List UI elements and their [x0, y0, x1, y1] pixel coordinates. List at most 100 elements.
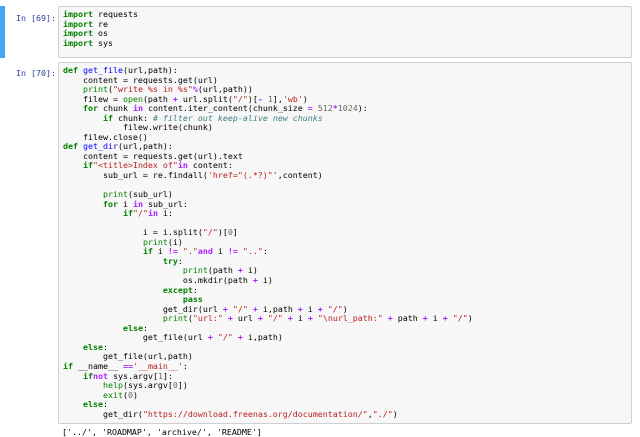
token [63, 199, 103, 209]
token-fn: get_dir [78, 141, 118, 152]
token: i) [242, 265, 258, 276]
token: filew.close() [63, 131, 148, 142]
token: os [92, 28, 108, 39]
token [63, 256, 163, 266]
token-kw: else [82, 341, 103, 352]
code-line: content = requests.get(url).text [63, 151, 243, 161]
token-kw: def [63, 141, 78, 152]
code-line: pass [63, 294, 203, 304]
code-line: ifnot sys.argv[1]: [63, 371, 173, 381]
token: (sub_url) [127, 189, 173, 200]
token: i [152, 246, 163, 257]
code-line: filew.close() [63, 132, 148, 142]
token-str: "write %s in %s" [112, 84, 193, 95]
token-str: "/" [322, 303, 343, 314]
token-bi: open [122, 93, 143, 104]
token-op: + [232, 265, 243, 276]
code-line: def get_dir(url,path): [63, 141, 173, 152]
token: sys.argv[ [107, 370, 158, 381]
token [63, 208, 123, 218]
token-op: - [257, 93, 263, 104]
token: ( [122, 389, 128, 400]
token: ) [392, 408, 398, 419]
token [63, 313, 163, 323]
code-line: help(sys.argv[0]) [63, 380, 188, 390]
token: get_file(url [63, 332, 203, 343]
token: ]) [177, 380, 188, 391]
code-input-area[interactable]: def get_file(url,path): content = reques… [58, 62, 632, 424]
code-line: print("write %s in %s"%(url,path)) [63, 84, 253, 94]
token: sub_url = re.findall( [63, 170, 208, 181]
code-line: if"/"in i: [63, 208, 173, 218]
token-str: 'href="(.*?)"' [207, 170, 278, 181]
code-line: print(sub_url) [63, 189, 173, 199]
token: path [392, 313, 418, 324]
token: i [212, 246, 223, 257]
cell-output: ['../', 'ROADMAP', 'archive/', 'README'] [62, 427, 262, 437]
token-kw: else [122, 322, 143, 333]
token-kw: import [63, 28, 93, 39]
token: ) [467, 313, 473, 324]
token: ) [132, 389, 138, 400]
token [63, 399, 83, 409]
token [63, 371, 83, 381]
token [63, 265, 183, 275]
token-kw: for [102, 198, 118, 209]
token: i: [157, 208, 173, 219]
code-input-area[interactable]: import requests import re import os impo… [58, 6, 632, 58]
token-kw: import [63, 9, 93, 19]
token: url.split( [177, 93, 233, 104]
token-op: + [252, 313, 263, 324]
token-op: + [167, 93, 178, 104]
code-line: else: [63, 342, 108, 352]
token-kw: pass [182, 294, 203, 305]
code-text[interactable]: import requests import re import os impo… [63, 9, 138, 48]
token-op: + [222, 313, 233, 324]
token-op: != [222, 246, 238, 257]
token: i [292, 313, 303, 324]
token-str: "/" [232, 93, 248, 104]
token-op: in [177, 160, 188, 171]
token-num: 1 [157, 370, 163, 381]
code-line: filew = open(path + url.split("/")[- 1],… [63, 94, 308, 104]
code-line: if __name__ =='__main__': [63, 361, 188, 371]
input-prompt: In [69]: [16, 13, 56, 23]
active-cell-indicator [0, 6, 5, 58]
token-str: "/" [212, 332, 233, 343]
token-op: + [217, 303, 228, 314]
code-line: else: [63, 399, 108, 409]
token: ], [272, 93, 283, 104]
token-op: in [132, 198, 143, 209]
code-text[interactable]: def get_file(url,path): content = reques… [63, 65, 473, 419]
token-bi: print [182, 265, 208, 276]
token-bi: help [102, 380, 123, 391]
token: ( [107, 84, 113, 95]
code-line: get_file(url,path) [63, 351, 193, 362]
token-kw: if [102, 112, 113, 123]
token: (sys.argv[ [122, 380, 173, 391]
token-op: in [132, 103, 143, 114]
token-op: % [192, 84, 198, 95]
token: get_file(url,path) [63, 351, 193, 362]
code-cell-69[interactable]: In [69]: import requests import re impor… [0, 6, 640, 58]
token [63, 323, 123, 333]
token-kw: if [82, 370, 93, 381]
code-line: try: [63, 256, 183, 266]
token-op: != [162, 246, 178, 257]
token [63, 380, 103, 390]
token-op: + [312, 303, 323, 314]
code-line: sub_url = re.findall('href="(.*?)"',cont… [63, 170, 323, 180]
token-op: + [382, 313, 393, 324]
token: sub_url: [142, 198, 188, 209]
token: ) [342, 303, 348, 314]
token [63, 390, 103, 400]
token: sys [92, 37, 113, 48]
token-str: 'wb' [282, 93, 303, 104]
token-op: + [437, 313, 448, 324]
token: re [92, 18, 108, 29]
token: chunk: [112, 112, 153, 123]
token-str: "/" [262, 313, 283, 324]
token: i,path [257, 303, 293, 314]
code-line: i = i.split("/")[0] [63, 227, 238, 238]
code-cell-70[interactable]: In [70]: def get_file(url,path): content… [0, 62, 640, 424]
